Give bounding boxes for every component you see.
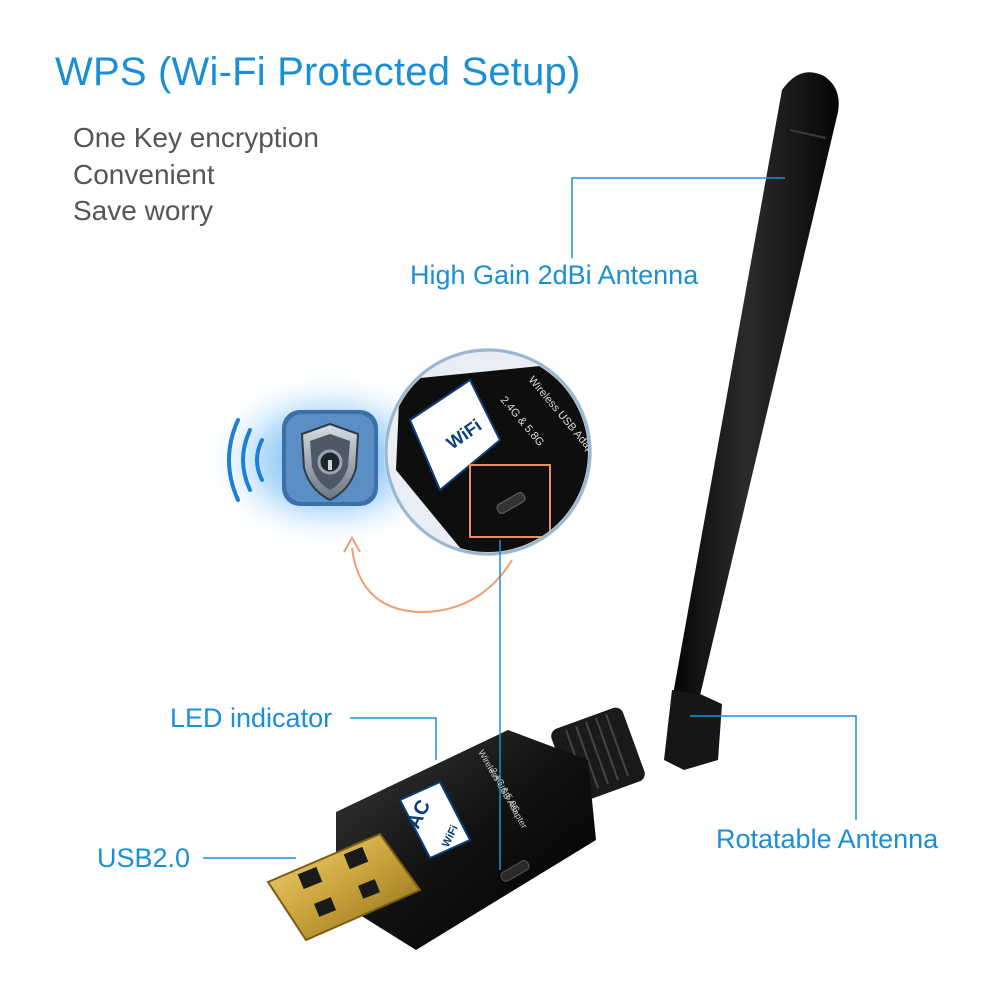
rotatable-leader-line bbox=[690, 715, 857, 820]
wps-button bbox=[496, 492, 526, 514]
led-leader-line bbox=[350, 717, 437, 760]
antenna-leader-line bbox=[571, 177, 785, 258]
usb-plug bbox=[266, 832, 422, 942]
page-title: WPS (Wi-Fi Protected Setup) bbox=[55, 50, 581, 94]
zoom-detail: WiFi 2.4G & 5.8G Wireless USB Adapter bbox=[384, 348, 592, 556]
curved-arrow bbox=[343, 535, 513, 614]
callout-usb: USB2.0 bbox=[97, 843, 191, 873]
feature-item-convenient: Convenient bbox=[73, 159, 215, 190]
feature-item-save-worry: Save worry bbox=[73, 195, 214, 226]
feature-item-encryption: One Key encryption bbox=[73, 122, 319, 153]
callout-antenna: High Gain 2dBi Antenna bbox=[410, 260, 699, 290]
callout-rotatable: Rotatable Antenna bbox=[716, 824, 939, 854]
callout-led: LED indicator bbox=[170, 703, 333, 733]
led-indicator bbox=[500, 860, 530, 882]
wifi-signal-icon bbox=[227, 418, 264, 502]
shield-lock-icon bbox=[282, 410, 378, 506]
zoom-highlight-box bbox=[469, 464, 551, 538]
antenna bbox=[551, 72, 839, 803]
